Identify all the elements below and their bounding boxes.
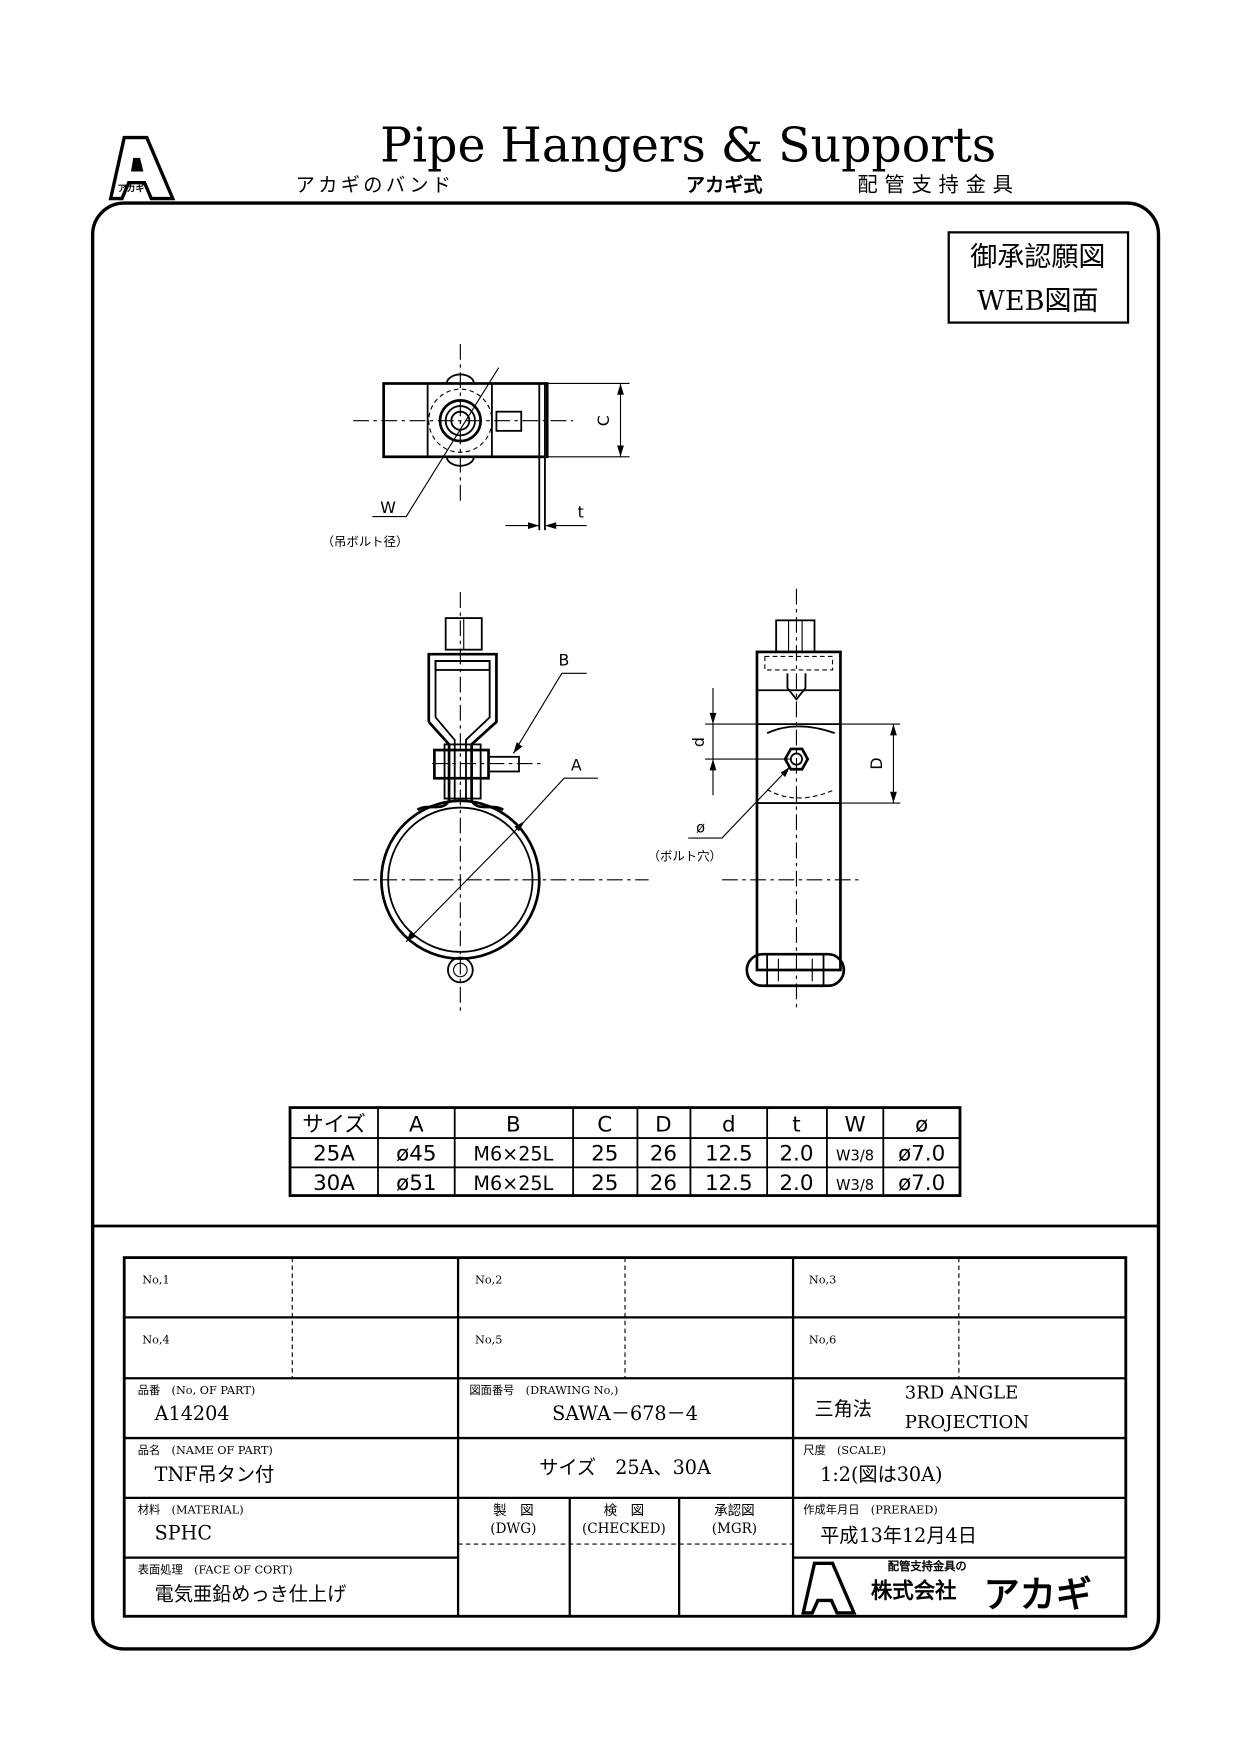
svg-text:W3/8: W3/8 xyxy=(836,1148,874,1165)
svg-text:図面番号 (DRAWING No,): 図面番号 (DRAWING No,) xyxy=(469,1384,618,1397)
svg-text:（ボルト穴）: （ボルト穴） xyxy=(648,849,722,864)
svg-text:B: B xyxy=(558,650,569,669)
svg-text:25A: 25A xyxy=(313,1142,355,1167)
svg-text:PROJECTION: PROJECTION xyxy=(905,1412,1029,1433)
svg-text:アカギ: アカギ xyxy=(984,1574,1092,1616)
svg-text:(MGR): (MGR) xyxy=(712,1521,757,1537)
brand-mark: アカギ式 xyxy=(686,174,763,197)
svg-text:t: t xyxy=(792,1112,800,1137)
prepared-date: 平成13年12月4日 xyxy=(820,1524,977,1547)
svg-text:三角法: 三角法 xyxy=(814,1398,871,1421)
svg-text:材料 (MATERIAL): 材料 (MATERIAL) xyxy=(138,1503,244,1517)
svg-text:検 図: 検 図 xyxy=(604,1503,645,1519)
svg-text:製 図: 製 図 xyxy=(493,1503,534,1519)
subtitle-left: アカギのバンド xyxy=(296,174,455,197)
sizes: サイズ 25A、30A xyxy=(539,1456,712,1479)
svg-text:(DWG): (DWG) xyxy=(490,1521,536,1537)
page-title: Pipe Hangers & Supports xyxy=(380,118,996,173)
table-row: 25A ø45 M6×25L 25 26 12.5 2.0 W3/8 ø7.0 xyxy=(313,1142,945,1167)
svg-text:サイズ: サイズ xyxy=(302,1112,366,1137)
approval-stamp: 御承認願図 WEB図面 xyxy=(947,231,1130,324)
svg-text:25: 25 xyxy=(591,1171,618,1196)
svg-text:d: d xyxy=(722,1112,736,1137)
part-name: TNF吊タン付 xyxy=(155,1463,274,1486)
table-row: 30A ø51 M6×25L 25 26 12.5 2.0 W3/8 ø7.0 xyxy=(313,1171,945,1196)
svg-text:株式会社: 株式会社 xyxy=(871,1578,957,1604)
svg-text:(CHECKED): (CHECKED) xyxy=(582,1521,666,1537)
svg-text:作成年月日 (PRERAED): 作成年月日 (PRERAED) xyxy=(803,1503,938,1517)
svg-text:ø51: ø51 xyxy=(396,1171,436,1196)
svg-text:品番 (No, OF PART): 品番 (No, OF PART) xyxy=(138,1384,256,1397)
part-number: A14204 xyxy=(154,1402,230,1425)
svg-text:D: D xyxy=(655,1112,671,1137)
svg-text:A: A xyxy=(571,755,582,774)
svg-text:d: d xyxy=(689,737,708,747)
top-view-drawing: C t W （吊ボルト径） xyxy=(322,344,630,549)
company-logo: 配管支持金具の 株式会社 アカギ xyxy=(801,1559,1092,1616)
svg-text:アカギ: アカギ xyxy=(117,183,144,195)
side-view-drawing: d D ø （ボルト穴） xyxy=(648,588,901,1012)
revision-no1: No,1 xyxy=(142,1274,169,1287)
revision-no6: No,6 xyxy=(809,1333,836,1346)
svg-text:配管支持金具の: 配管支持金具の xyxy=(888,1559,967,1573)
svg-text:2.0: 2.0 xyxy=(779,1142,813,1167)
revision-no3: No,3 xyxy=(809,1274,836,1287)
svg-text:C: C xyxy=(594,415,613,426)
title-block: No,1 No,2 No,3 No,4 No,5 No,6 品番 (No, OF… xyxy=(122,1256,1128,1618)
svg-text:ø45: ø45 xyxy=(396,1142,436,1167)
svg-text:26: 26 xyxy=(650,1142,677,1167)
material: SPHC xyxy=(155,1522,212,1545)
table-header-row: サイズ A B C D d t W ø xyxy=(302,1112,928,1137)
svg-text:M6×25L: M6×25L xyxy=(473,1172,553,1195)
surface-finish: 電気亜鉛めっき仕上げ xyxy=(155,1582,347,1605)
revision-no2: No,2 xyxy=(475,1274,502,1287)
svg-text:12.5: 12.5 xyxy=(705,1142,753,1167)
svg-text:W3/8: W3/8 xyxy=(836,1177,874,1194)
svg-text:ø: ø xyxy=(915,1112,928,1137)
subtitle-right: 配管支持金具 xyxy=(857,173,1019,197)
svg-text:御承認願図: 御承認願図 xyxy=(970,242,1105,273)
drawing-number: SAWA－678－4 xyxy=(552,1402,698,1425)
svg-text:尺度 (SCALE): 尺度 (SCALE) xyxy=(803,1443,886,1457)
svg-text:表面処理 (FACE OF CORT): 表面処理 (FACE OF CORT) xyxy=(138,1562,293,1576)
svg-text:W: W xyxy=(845,1112,866,1137)
svg-text:26: 26 xyxy=(650,1171,677,1196)
svg-text:30A: 30A xyxy=(313,1171,355,1196)
scale: 1:2(図は30A) xyxy=(820,1463,942,1486)
dimension-table: サイズ A B C D d t W ø 25A ø45 M6×25L 25 26… xyxy=(288,1106,962,1197)
svg-text:品名 (NAME OF PART): 品名 (NAME OF PART) xyxy=(138,1443,273,1457)
svg-text:ø7.0: ø7.0 xyxy=(898,1142,945,1167)
front-view-drawing: B A xyxy=(353,592,649,1012)
svg-text:3RD ANGLE: 3RD ANGLE xyxy=(905,1383,1019,1404)
svg-text:D: D xyxy=(867,758,886,770)
svg-text:WEB図面: WEB図面 xyxy=(977,286,1099,317)
svg-text:2.0: 2.0 xyxy=(779,1171,813,1196)
revision-no5: No,5 xyxy=(475,1333,502,1346)
svg-text:M6×25L: M6×25L xyxy=(473,1143,553,1166)
svg-text:C: C xyxy=(597,1112,612,1137)
revision-no4: No,4 xyxy=(142,1333,169,1346)
svg-text:12.5: 12.5 xyxy=(705,1171,753,1196)
akagi-logo-icon: アカギ xyxy=(108,135,176,201)
svg-text:25: 25 xyxy=(591,1142,618,1167)
svg-text:（吊ボルト径）: （吊ボルト径） xyxy=(322,534,409,549)
svg-text:B: B xyxy=(506,1112,521,1137)
svg-text:ø: ø xyxy=(696,819,705,836)
svg-text:承認図: 承認図 xyxy=(714,1503,755,1519)
svg-text:A: A xyxy=(409,1112,424,1137)
svg-text:W: W xyxy=(380,498,396,517)
sheet-frame xyxy=(90,201,1161,1651)
svg-text:t: t xyxy=(578,503,584,522)
svg-text:ø7.0: ø7.0 xyxy=(898,1171,945,1196)
